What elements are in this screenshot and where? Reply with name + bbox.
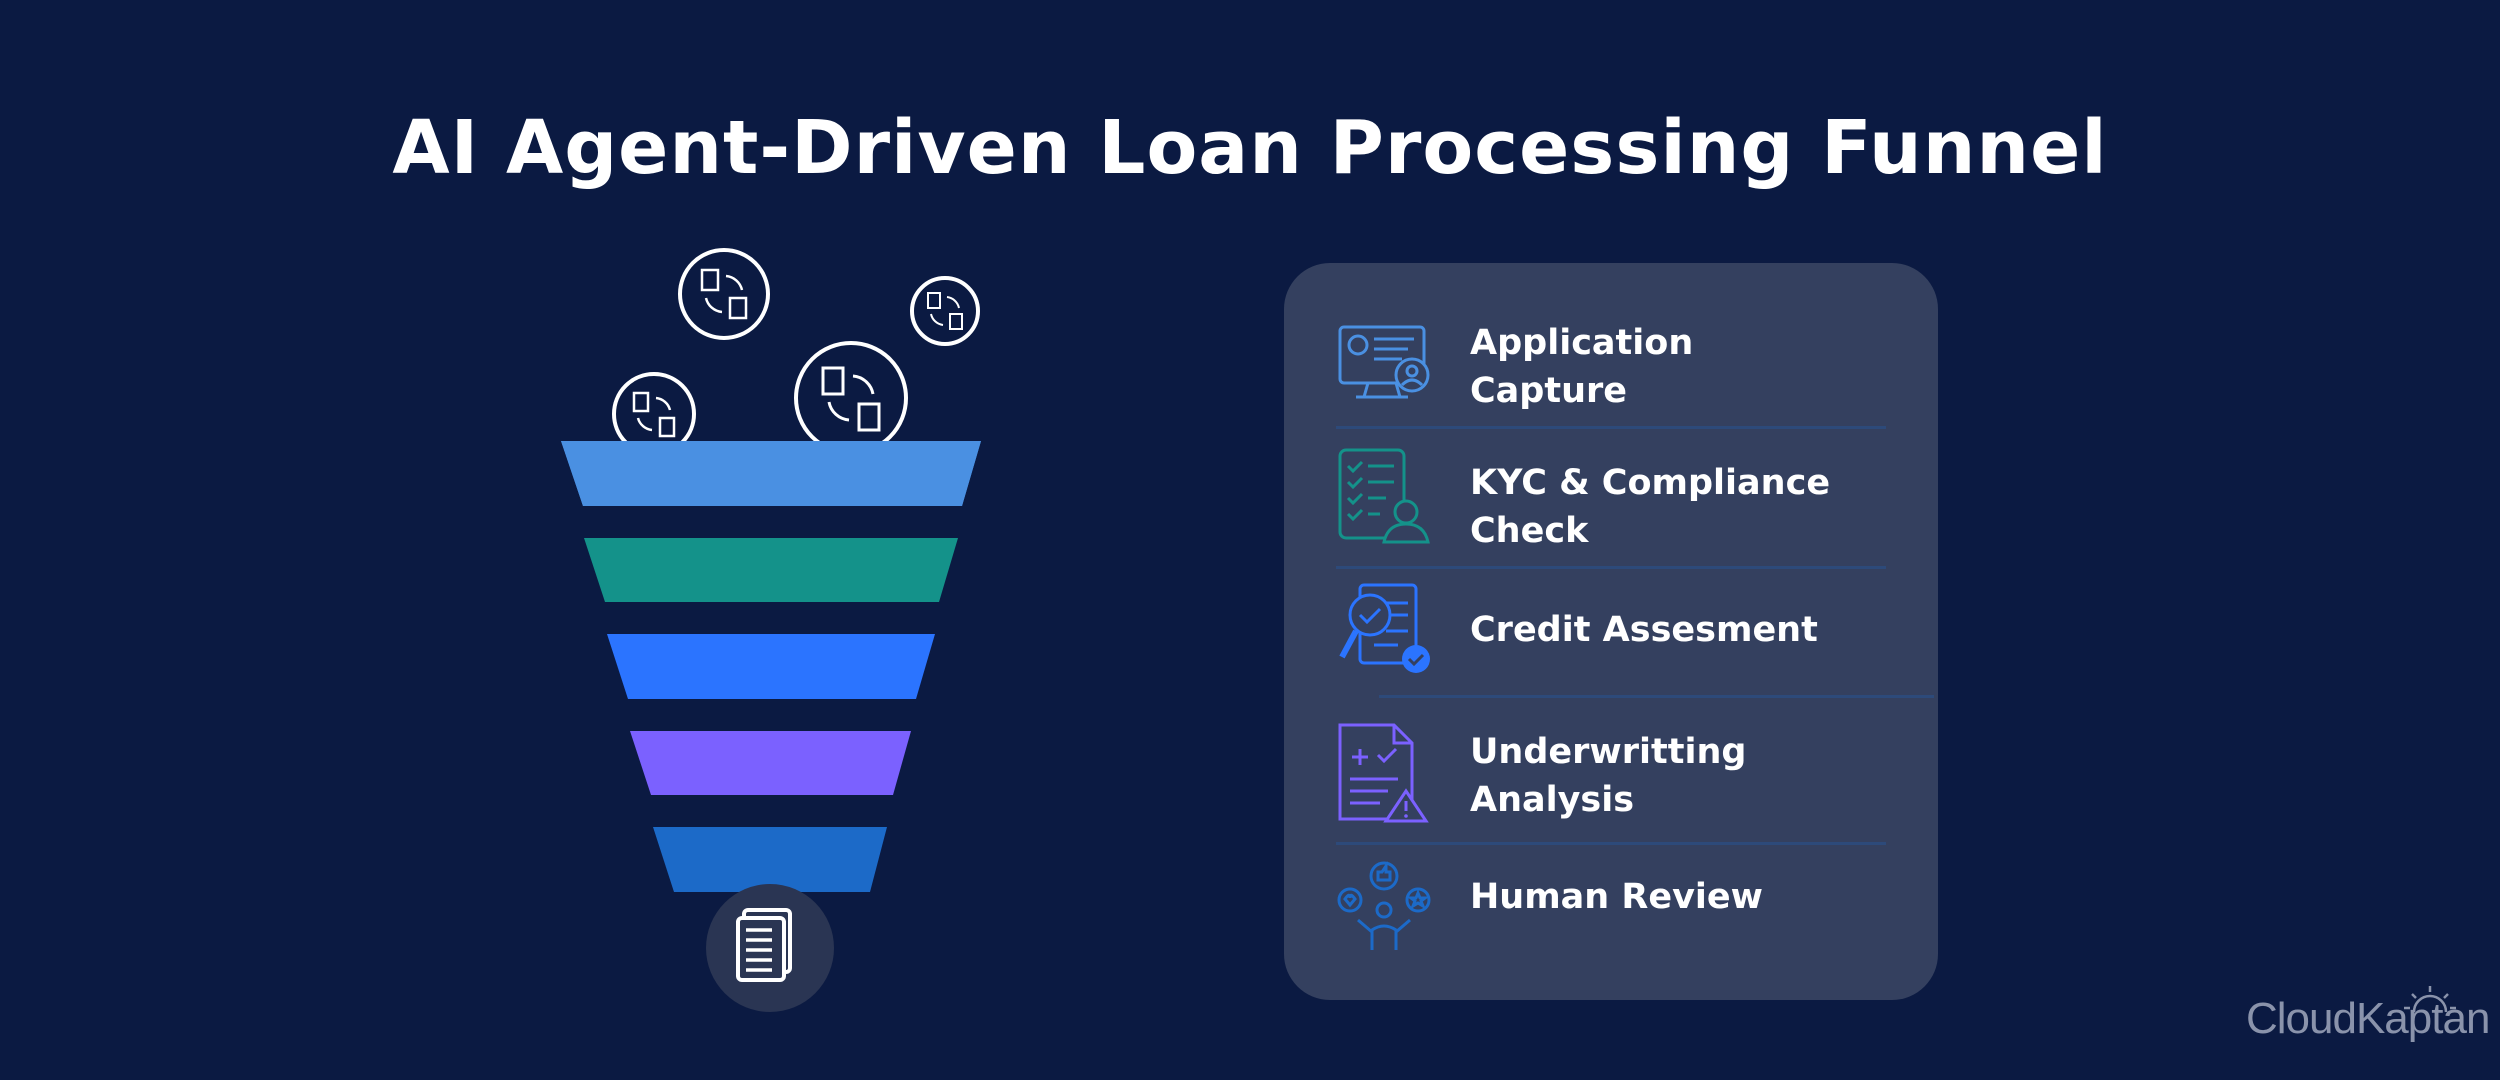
document-list-icon: [706, 884, 834, 1012]
document-magnify-check-icon: [1339, 583, 1430, 673]
step-label-line: Application: [1470, 323, 1694, 363]
computer-user-icon: [1338, 325, 1430, 399]
step-label-human-review: Human Review: [1470, 873, 1763, 921]
step-label-line: Human Review: [1470, 877, 1763, 917]
step-label-underwritting-analysis: Underwritting Analysis: [1470, 728, 1746, 824]
divider: [1379, 695, 1934, 698]
checklist-person-icon: [1338, 448, 1430, 544]
page-title: AI Agent-Driven Loan Processing Funnel: [392, 105, 2108, 191]
document-exchange-icon: [794, 341, 908, 455]
steps-panel: Application Capture KYC & Compliance Che…: [1284, 263, 1938, 1000]
funnel-stage-5: [653, 827, 887, 892]
funnel-diagram: [561, 248, 981, 1012]
step-label-line: KYC & Compliance: [1470, 463, 1831, 503]
reviewer-feedback-icon: [1337, 861, 1431, 950]
step-label-credit-assesment: Credit Assesment: [1470, 606, 1818, 654]
divider: [1336, 566, 1886, 569]
document-warning-icon: [1338, 723, 1429, 823]
document-exchange-icon: [910, 276, 980, 346]
step-label-application-capture: Application Capture: [1470, 319, 1693, 415]
document-exchange-icon: [612, 372, 696, 456]
step-label-line: Capture: [1470, 371, 1628, 411]
divider: [1336, 842, 1886, 845]
funnel-stage-1-overlay: [561, 441, 981, 506]
step-label-line: Credit Assesment: [1470, 610, 1818, 650]
step-label-line: Analysis: [1470, 780, 1635, 820]
sun-rays-icon: [2404, 986, 2456, 1013]
divider: [1336, 426, 1886, 429]
document-exchange-icon: [678, 248, 770, 340]
funnel-stage-3: [607, 634, 935, 699]
funnel-stage-2: [584, 538, 958, 602]
funnel-stage-4: [630, 731, 911, 795]
brand-logo: CloudKaptan: [2246, 994, 2490, 1043]
step-label-line: Underwritting: [1470, 732, 1747, 772]
step-label-kyc-compliance: KYC & Compliance Check: [1470, 459, 1830, 555]
step-label-line: Check: [1470, 511, 1589, 551]
